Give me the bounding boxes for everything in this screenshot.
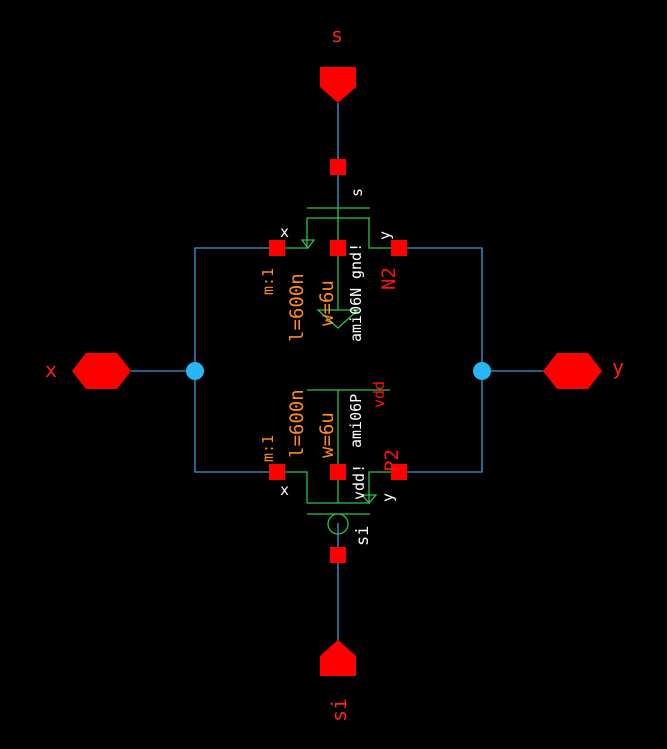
pin-x[interactable] (72, 353, 131, 389)
pmos-bulk: vdd! (350, 464, 368, 500)
pin-label-x: x (45, 358, 57, 382)
terminals (186, 159, 491, 563)
wire-x-net[interactable] (194, 247, 277, 473)
pmos-model: ami06P (347, 394, 365, 448)
wire-y-net[interactable] (399, 247, 483, 473)
nmos-term-left-label: x (280, 223, 289, 241)
ground-icon (316, 309, 360, 329)
junction-x (186, 362, 204, 380)
nmos-w: w=6u (316, 280, 338, 326)
terminal-n-left[interactable] (269, 240, 285, 256)
pmos-m: m:1 (259, 435, 277, 462)
junction-y (473, 362, 491, 380)
terminal-p-bulk[interactable] (330, 464, 346, 480)
pmos-l: l=600n (286, 389, 308, 458)
pin-label-y: y (612, 355, 624, 379)
nmos-model: ami06N (347, 288, 365, 342)
nmos-gate-label: s (348, 188, 366, 197)
terminal-n-right[interactable] (391, 240, 407, 256)
terminal-s[interactable] (330, 159, 346, 175)
pmos-gate-label: si (353, 526, 373, 546)
pin-label-s: s (331, 23, 343, 47)
nmos-arrow-icon (300, 239, 316, 250)
terminal-p-left[interactable] (269, 464, 285, 480)
pmos-transistor[interactable] (277, 389, 399, 535)
nmos-term-right-label: y (376, 231, 394, 240)
terminal-p-right[interactable] (391, 464, 407, 480)
pin-si[interactable] (320, 640, 356, 676)
terminal-n-bulk[interactable] (330, 240, 346, 256)
pin-label-si: si (327, 698, 351, 722)
pmos-w: w=6u (316, 412, 338, 458)
pmos-instance-name: P2 (381, 449, 403, 472)
pmos-term-left-label: x (280, 481, 289, 499)
pmos-bulk-net: vdd (370, 381, 388, 408)
pmos-bubble-icon (327, 513, 349, 535)
wires (131, 103, 543, 642)
pmos-term-right-label: y (379, 493, 397, 502)
nmos-transistor[interactable] (277, 207, 399, 329)
nmos-bulk: gnd! (347, 243, 365, 279)
pin-y[interactable] (543, 353, 602, 389)
nmos-m: m:1 (259, 268, 277, 295)
pin-s[interactable] (320, 67, 356, 103)
nmos-l: l=600n (286, 273, 308, 342)
nmos-instance-name: N2 (378, 267, 400, 290)
terminal-si[interactable] (330, 547, 346, 563)
pmos-arrow-icon (360, 494, 378, 504)
